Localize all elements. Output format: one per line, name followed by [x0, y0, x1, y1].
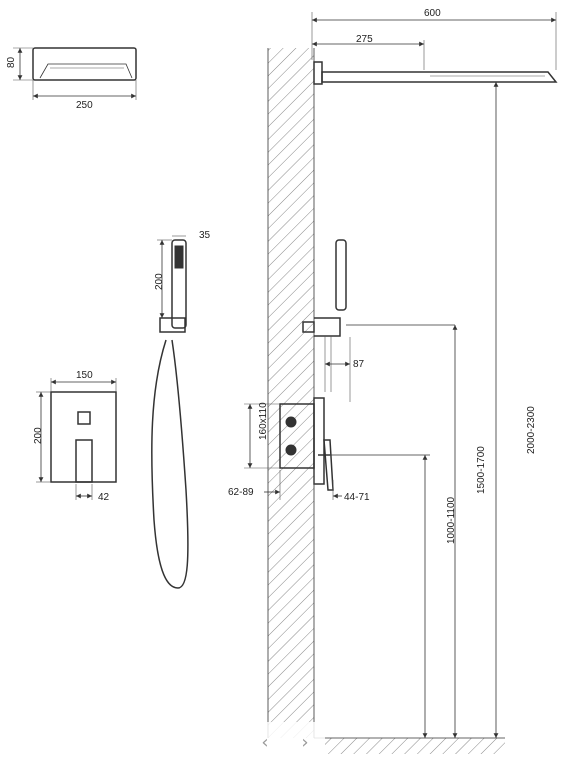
dim-holder-height: 1500-1700 — [476, 446, 487, 494]
chevron-left-icon: ‹ — [261, 731, 269, 753]
mixer-box-side — [244, 397, 430, 500]
dim-handshower-length: 200 — [154, 273, 165, 290]
mixer-plate-front — [36, 378, 117, 500]
wall — [267, 48, 315, 738]
chevron-right-icon: › — [301, 731, 309, 753]
hand-shower-holder-side — [302, 239, 455, 402]
dim-mixer-height: 1000-1100 — [446, 496, 457, 544]
dim-rain-width: 600 — [424, 8, 441, 19]
previous-image-button[interactable]: ‹ — [250, 727, 280, 757]
dim-plate-width: 150 — [76, 370, 93, 381]
rain-showerhead-side — [311, 12, 558, 85]
dim-holder-offset: 87 — [353, 359, 365, 370]
showerhead-top-view — [13, 47, 137, 100]
dim-rain-arm: 275 — [356, 34, 373, 45]
dim-handshower-width: 35 — [199, 230, 211, 241]
dim-head-height: 2000-2300 — [526, 406, 537, 454]
dim-plate-height: 200 — [33, 427, 44, 444]
floor — [314, 737, 505, 754]
dim-showerhead-width: 250 — [76, 100, 93, 111]
dim-trim-depth: 44-71 — [344, 492, 370, 503]
dim-box-depth: 62-89 — [228, 487, 254, 498]
dim-lever-depth: 42 — [98, 492, 110, 503]
dim-box-size: 160x110 — [258, 402, 269, 440]
next-image-button[interactable]: › — [290, 727, 320, 757]
image-gallery-nav: ‹ › — [245, 722, 325, 762]
height-dimensions — [422, 82, 499, 738]
hand-shower-assembly — [151, 235, 189, 589]
dim-showerhead-height: 80 — [6, 56, 17, 68]
